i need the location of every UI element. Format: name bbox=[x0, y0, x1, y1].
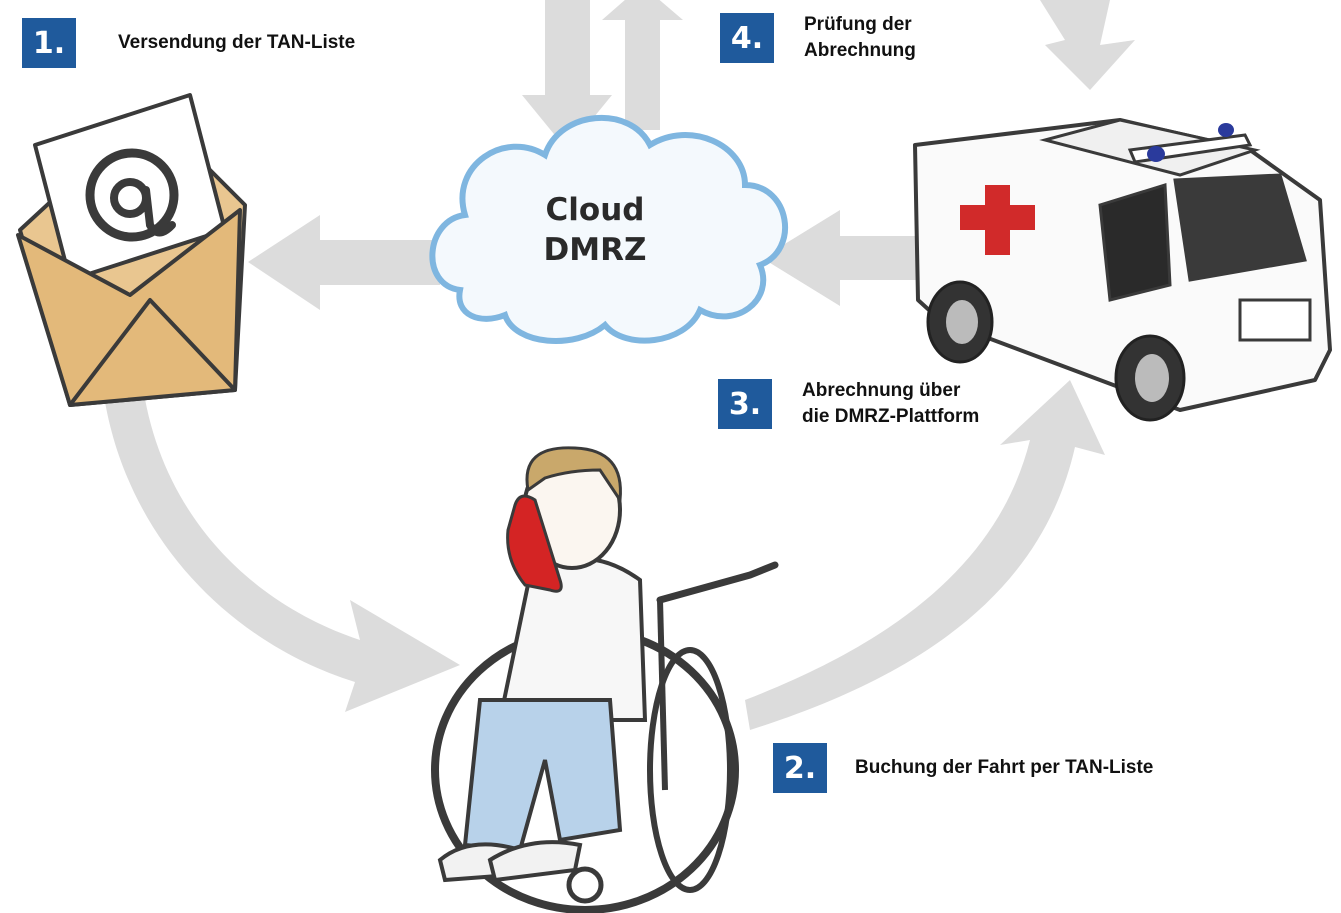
step-3-label: Abrechnung über die DMRZ-Plattform bbox=[802, 378, 979, 430]
arrow-into-cloud bbox=[522, 0, 612, 150]
step-3-label-line-2: die DMRZ-Plattform bbox=[802, 406, 980, 427]
step-4-label-line-1: Prüfung der bbox=[804, 14, 912, 35]
step-4-label-line-2: Abrechnung bbox=[804, 40, 916, 61]
cloud-label-line-1: Cloud bbox=[545, 192, 645, 228]
step-1: 1. Versendung der TAN-Liste bbox=[22, 18, 355, 68]
flow-arrows bbox=[100, 0, 1135, 730]
cloud-label-line-2: DMRZ bbox=[543, 232, 647, 268]
step-1-label-line: Versendung der TAN-Liste bbox=[118, 32, 356, 53]
wheelchair-user-icon bbox=[431, 446, 779, 913]
arrow-to-ambulance-top bbox=[1040, 0, 1135, 90]
step-4-label: Prüfung der Abrechnung bbox=[804, 12, 916, 64]
step-2: 2. Buchung der Fahrt per TAN-Liste bbox=[773, 743, 1153, 793]
arrow-cloud-to-envelope bbox=[248, 215, 440, 310]
ambulance-icon bbox=[913, 118, 1332, 422]
arrow-ambulance-to-cloud bbox=[762, 210, 920, 306]
step-2-badge: 2. bbox=[773, 743, 827, 793]
cloud-label: Cloud DMRZ bbox=[530, 190, 660, 270]
telephone-icon bbox=[506, 494, 563, 593]
step-3-badge: 3. bbox=[718, 379, 772, 429]
arrow-envelope-to-person bbox=[100, 360, 460, 712]
step-3: 3. Abrechnung über die DMRZ-Plattform bbox=[718, 378, 979, 430]
step-4: 4. Prüfung der Abrechnung bbox=[720, 12, 916, 64]
step-2-label-line: Buchung der Fahrt per TAN-Liste bbox=[855, 757, 1154, 778]
arrow-out-of-cloud bbox=[602, 0, 683, 130]
step-4-badge: 4. bbox=[720, 13, 774, 63]
cloud-icon bbox=[429, 114, 788, 344]
envelope-at-icon bbox=[16, 93, 247, 407]
arrow-person-to-ambulance bbox=[745, 380, 1105, 730]
step-2-label: Buchung der Fahrt per TAN-Liste bbox=[855, 755, 1153, 781]
step-1-label: Versendung der TAN-Liste bbox=[118, 30, 355, 56]
step-1-badge: 1. bbox=[22, 18, 76, 68]
step-3-label-line-1: Abrechnung über bbox=[802, 380, 961, 401]
